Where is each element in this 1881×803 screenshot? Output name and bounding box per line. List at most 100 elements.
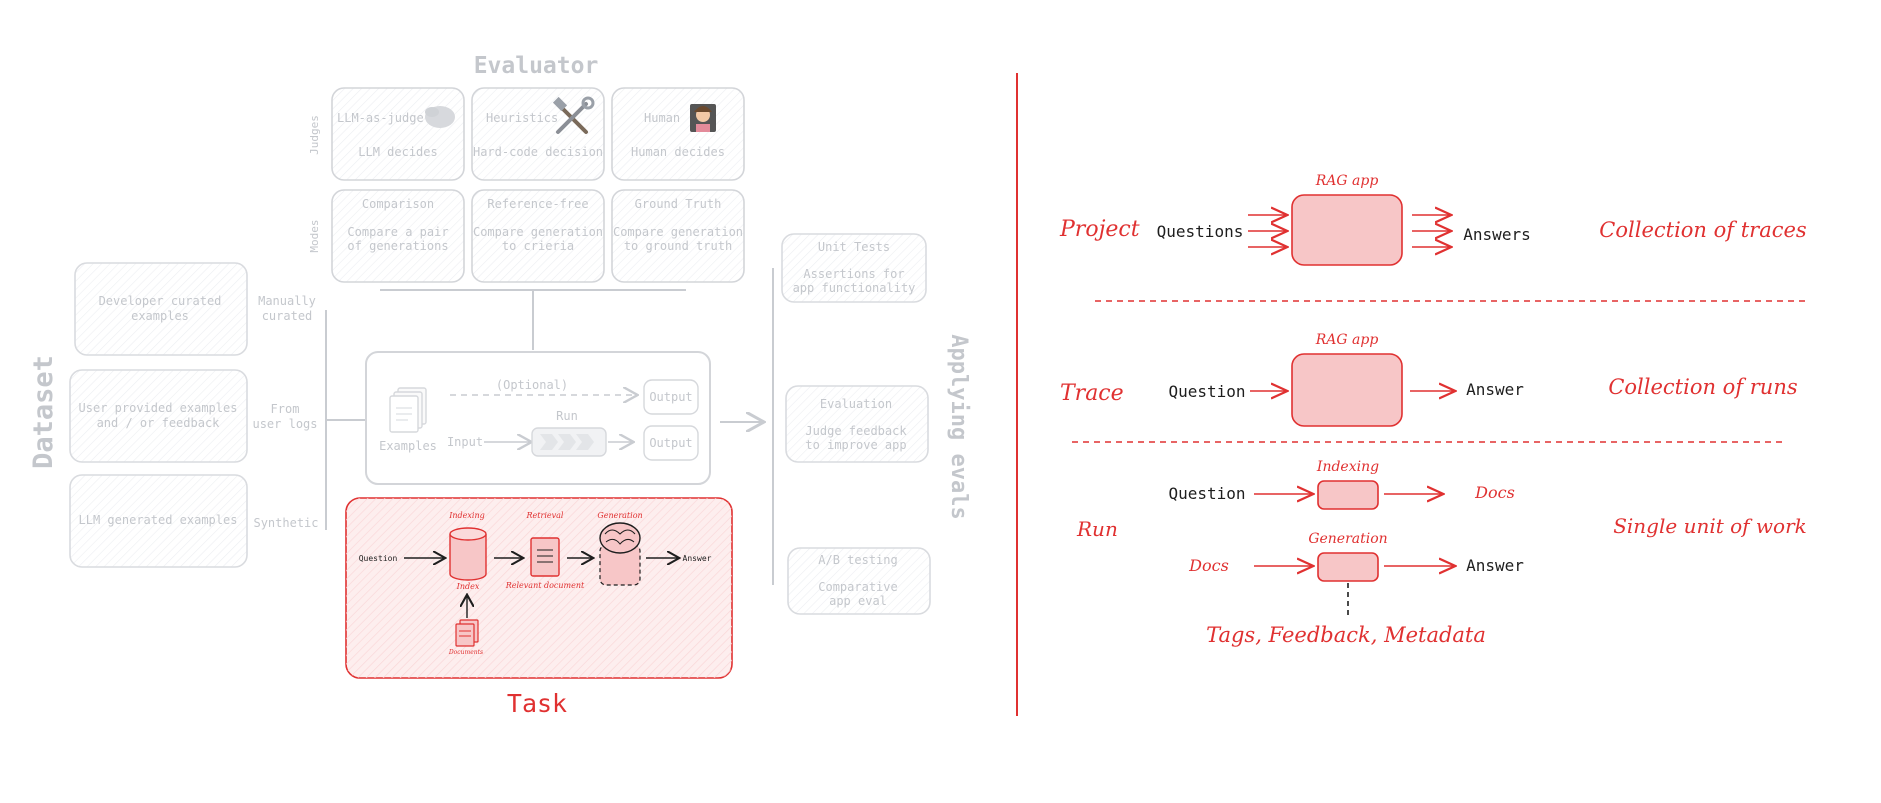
dataset-box-user: User provided examples and / or feedback…	[69, 369, 318, 463]
dataset-box-line1: LLM generated examples	[79, 513, 238, 527]
judge-title: Heuristics	[486, 111, 558, 125]
applying-desc-line1: Assertions for	[803, 267, 904, 281]
mode-card-reference-free: Reference-free Compare generation to cri…	[471, 189, 605, 283]
task-indexing-label: Indexing	[448, 511, 485, 520]
project-rag-app-box	[1291, 194, 1403, 266]
judge-desc: LLM decides	[358, 145, 437, 159]
brain-llm-icon	[599, 522, 641, 586]
trace-label: Trace	[1060, 381, 1124, 406]
dataset-section: Dataset Developer curated examples Manua…	[28, 262, 366, 568]
optional-label: (Optional)	[496, 378, 568, 392]
tools-icon	[552, 96, 595, 134]
run-output-1: Docs	[1474, 483, 1515, 502]
project-row: Project Questions RAG app Answers Collec…	[1059, 173, 1807, 266]
output-label-2: Output	[649, 436, 692, 450]
modes-row-label: Modes	[308, 219, 321, 252]
dataset-source-line1: From	[271, 402, 300, 416]
dataset-source-line1: Manually	[258, 294, 316, 308]
mode-desc-line2: to crieria	[502, 239, 574, 253]
pipeline-box: Examples (Optional) Input Run Output Out…	[365, 351, 762, 485]
mode-card-comparison: Comparison Compare a pair of generations	[331, 189, 465, 283]
run-input-1: Question	[1168, 484, 1245, 503]
mode-card-ground-truth: Ground Truth Compare generation to groun…	[611, 189, 745, 283]
human-icon	[690, 104, 716, 132]
applying-desc-line2: app functionality	[793, 281, 916, 295]
run-chevrons	[531, 427, 607, 457]
task-documents-label: Documents	[448, 649, 483, 656]
trace-rag-app-box	[1291, 353, 1403, 427]
examples-label: Examples	[379, 439, 437, 453]
dataset-title: Dataset	[28, 355, 59, 469]
documents-icon	[455, 619, 479, 647]
trace-desc: Collection of runs	[1608, 375, 1798, 399]
judge-title: Human	[644, 111, 680, 125]
mode-desc-line1: Compare a pair	[347, 225, 448, 239]
task-generation-label: Generation	[597, 511, 642, 520]
mode-desc-line2: of generations	[347, 239, 448, 253]
judge-desc: Human decides	[631, 145, 725, 159]
judge-desc: Hard-code decision	[473, 145, 603, 159]
dataset-box-llm: LLM generated examples Synthetic	[69, 474, 319, 568]
mode-title: Comparison	[362, 197, 434, 211]
trace-box-label: RAG app	[1315, 332, 1379, 348]
evaluator-section: Evaluator Judges Modes LLM-as-judge LLM …	[308, 53, 745, 350]
applying-card-ab-testing: A/B testing Comparative app eval	[787, 547, 931, 615]
project-label: Project	[1059, 217, 1140, 242]
applying-desc-line1: Judge feedback	[805, 424, 907, 438]
applying-title: Unit Tests	[818, 240, 890, 254]
applying-evals-title: Applying evals	[946, 334, 971, 519]
applying-title: A/B testing	[818, 553, 897, 567]
run-output-2: Answer	[1466, 556, 1524, 575]
run-box-2-label: Generation	[1308, 531, 1387, 547]
judge-title: LLM-as-judge	[337, 111, 424, 125]
trace-input: Question	[1168, 382, 1245, 401]
mode-title: Reference-free	[487, 197, 588, 211]
document-icon	[530, 537, 560, 577]
run-desc: Single unit of work	[1613, 514, 1807, 538]
task-question-label: Question	[359, 554, 398, 563]
input-label: Input	[447, 435, 483, 449]
trace-output: Answer	[1466, 380, 1524, 399]
applying-evals-section: Applying evals Unit Tests Assertions for…	[772, 233, 971, 615]
examples-icon	[389, 387, 427, 433]
applying-title: Evaluation	[820, 397, 892, 411]
run-indexing-box	[1317, 480, 1379, 510]
applying-desc-line2: to improve app	[805, 438, 906, 452]
output-label-1: Output	[649, 390, 692, 404]
task-section: Task Question Indexing Index Retrieval R…	[345, 497, 733, 718]
run-label: Run	[1076, 517, 1118, 541]
mode-desc-line2: to ground truth	[624, 239, 732, 253]
run-label: Run	[556, 409, 578, 423]
trace-row: Trace Question RAG app Answer Collection…	[1060, 332, 1798, 427]
dataset-box-line2: and / or feedback	[97, 416, 221, 430]
run-meta-label: Tags, Feedback, Metadata	[1206, 623, 1486, 647]
task-answer-label: Answer	[683, 554, 712, 563]
task-retrieval-label: Retrieval	[526, 511, 564, 520]
project-desc: Collection of traces	[1599, 218, 1807, 242]
applying-card-evaluation: Evaluation Judge feedback to improve app	[785, 385, 929, 463]
brain-icon	[425, 106, 455, 128]
dataset-source-line2: user logs	[252, 417, 317, 431]
project-box-label: RAG app	[1315, 173, 1379, 189]
database-icon	[449, 527, 487, 581]
dataset-source-line1: Synthetic	[253, 516, 318, 530]
dataset-box-developer: Developer curated examples Manually cura…	[74, 262, 316, 356]
mode-title: Ground Truth	[635, 197, 722, 211]
dataset-box-line2: examples	[131, 309, 189, 323]
dataset-box-line1: User provided examples	[79, 401, 238, 415]
task-title: Task	[507, 689, 567, 718]
run-generation-box	[1317, 552, 1379, 582]
judges-row-label: Judges	[308, 115, 321, 155]
mode-desc-line1: Compare generation	[473, 225, 603, 239]
run-input-2: Docs	[1188, 556, 1229, 575]
judge-card-llm: LLM-as-judge LLM decides	[331, 87, 465, 181]
mode-desc-line1: Compare generation	[613, 225, 743, 239]
run-row: Run Question Indexing Docs Docs Generati…	[1076, 459, 1807, 647]
applying-desc-line1: Comparative	[818, 580, 897, 594]
task-relevant-label: Relevant document	[505, 581, 585, 590]
project-output: Answers	[1463, 225, 1530, 244]
project-input: Questions	[1157, 222, 1244, 241]
judge-card-heuristics: Heuristics Hard-code decision	[471, 87, 605, 181]
evaluator-title: Evaluator	[474, 53, 599, 79]
